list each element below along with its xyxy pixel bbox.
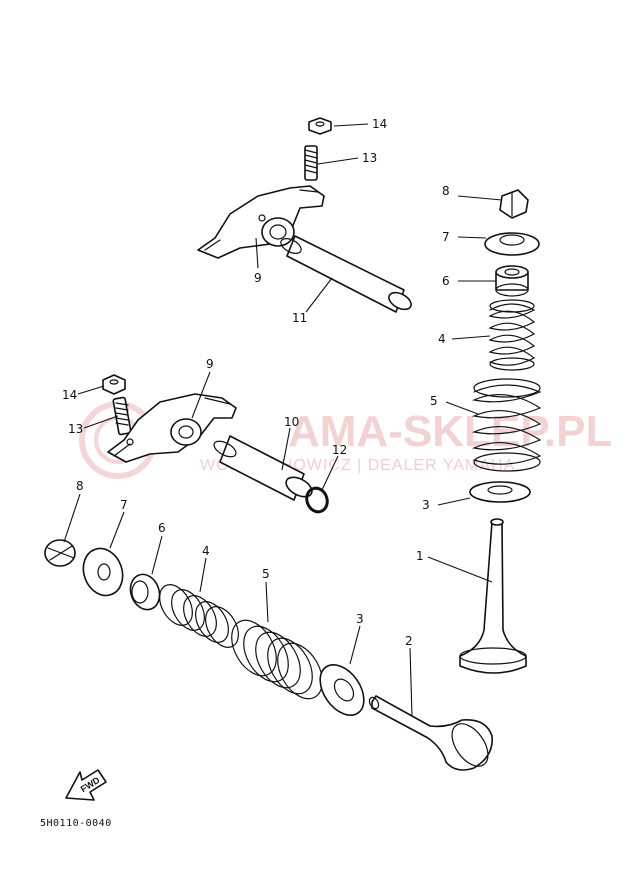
callout-4-right: 4 [438, 332, 446, 346]
callout-4-bottom: 4 [202, 544, 210, 558]
part-5-outer-spring-bottom [231, 619, 323, 700]
part-3-spring-seat-right [469, 481, 531, 503]
callout-5-right: 5 [430, 394, 438, 408]
callout-9-middle: 9 [206, 357, 214, 371]
callout-leader-lines [63, 123, 503, 717]
part-6-oil-seal-right [495, 265, 529, 297]
fwd-arrow-icon: FWD [65, 769, 107, 801]
callout-12: 12 [332, 443, 347, 457]
part-1-valve-vertical [459, 518, 527, 674]
callout-10: 10 [284, 415, 299, 429]
watermark-title: AMA-SKLEP.PL [288, 407, 612, 456]
callout-2: 2 [405, 634, 413, 648]
part-11-rocker-shaft [280, 235, 412, 313]
part-13-adjuster-screw-middle [112, 396, 132, 436]
part-13-adjuster-screw-top [304, 145, 318, 181]
callout-3-bottom: 3 [356, 612, 364, 626]
callout-7-bottom: 7 [120, 498, 128, 512]
callout-14-top: 14 [372, 117, 387, 131]
part-14-nut-top [308, 117, 332, 135]
part-2-valve-diagonal [368, 695, 493, 771]
part-7-spring-retainer-bottom [82, 547, 124, 597]
callout-8-bottom: 8 [76, 479, 84, 493]
callout-13-top: 13 [362, 151, 377, 165]
diagram-part-code: 5H0110-0040 [40, 818, 112, 829]
part-14-nut-middle [102, 374, 126, 395]
callout-1: 1 [416, 549, 424, 563]
part-4-inner-spring-right [488, 299, 536, 371]
part-7-spring-retainer-right [484, 232, 540, 256]
part-10-rocker-shaft [213, 435, 313, 501]
callout-5-bottom: 5 [262, 567, 270, 581]
part-8-valve-cotter-right [499, 189, 529, 219]
part-5-outer-spring-right [471, 378, 542, 472]
part-4-inner-spring-bottom [159, 584, 239, 648]
callout-13-middle: 13 [68, 422, 83, 436]
callout-6-right: 6 [442, 274, 450, 288]
part-12-o-ring [305, 486, 329, 514]
callout-numbers: 14 13 8 7 6 4 5 3 1 9 11 9 14 13 10 12 8… [62, 117, 450, 648]
callout-7-right: 7 [442, 230, 450, 244]
part-8-valve-cotter-bottom [44, 539, 76, 567]
callout-8-right: 8 [442, 184, 450, 198]
part-6-oil-seal-bottom [129, 573, 161, 611]
callout-14-middle: 14 [62, 388, 77, 402]
callout-9-top: 9 [254, 271, 262, 285]
callout-11: 11 [292, 311, 307, 325]
part-9-rocker-arm-top [197, 185, 325, 259]
callout-3-right: 3 [422, 498, 430, 512]
part-9-rocker-arm-middle [107, 393, 237, 463]
part-3-spring-seat-bottom [319, 664, 365, 716]
callout-6-bottom: 6 [158, 521, 166, 535]
